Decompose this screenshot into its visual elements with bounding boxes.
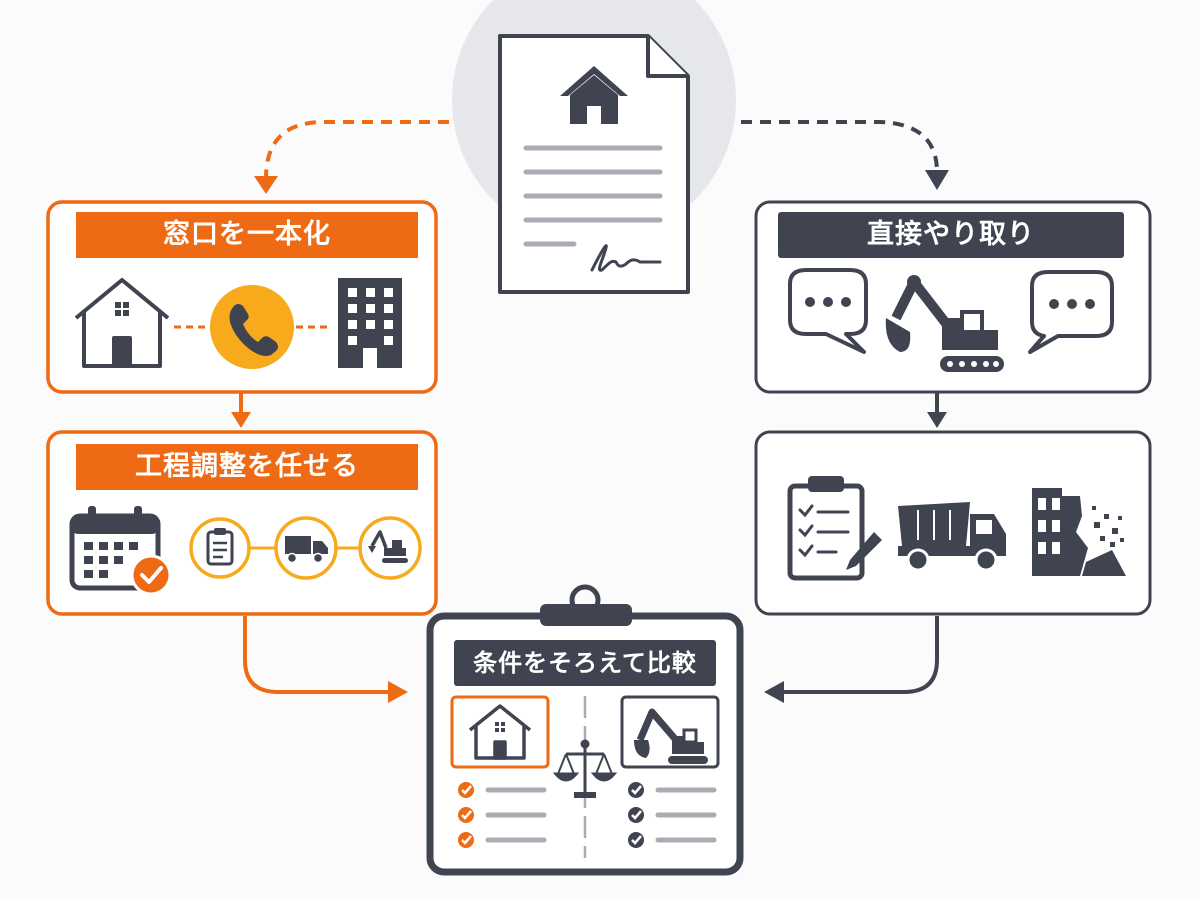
- speech-bubble-icon: [788, 268, 868, 354]
- dump-truck-icon: [898, 502, 1006, 572]
- signature-icon: [590, 244, 662, 272]
- check-list-right: [628, 782, 717, 848]
- arrowhead-right: [925, 170, 949, 190]
- arrowhead-right-bottom: [764, 681, 784, 703]
- clipboard-pen-icon: [787, 476, 882, 581]
- right-box-1-label: 直接やり取り: [778, 212, 1124, 258]
- check-icon: [628, 832, 644, 848]
- left-box-2-label: 工程調整を任せる: [76, 444, 418, 490]
- compare-label: 条件をそろえて比較: [454, 640, 716, 686]
- arrowhead-left-bottom: [388, 681, 408, 703]
- excavator-icon: [358, 516, 422, 580]
- house-icon: [560, 66, 628, 124]
- office-building-icon: [338, 278, 402, 368]
- arrowhead-left-mid: [231, 412, 251, 428]
- speech-bubble-icon: [1028, 270, 1114, 354]
- calendar-check-icon: [69, 506, 172, 596]
- check-icon: [458, 832, 474, 848]
- excavator-icon: [634, 708, 708, 764]
- connector-left-bottom: [243, 616, 390, 694]
- check-icon: [628, 782, 644, 798]
- clip-icon: [540, 584, 632, 626]
- house-icon: [468, 704, 532, 760]
- check-icon: [458, 807, 474, 823]
- demolition-building-icon: [1032, 488, 1126, 576]
- arrowhead-right-mid: [927, 412, 947, 428]
- check-list-left: [458, 782, 547, 848]
- check-icon: [458, 782, 474, 798]
- excavator-icon: [885, 275, 1004, 372]
- clipboard-icon: [189, 517, 251, 579]
- scale-icon: [552, 739, 618, 798]
- arrowhead-left: [254, 176, 278, 194]
- document-text-lines: [523, 145, 663, 247]
- house-icon: [74, 278, 170, 368]
- document-corner-fold: [646, 36, 688, 78]
- check-icon: [628, 807, 644, 823]
- left-box-1-label: 窓口を一本化: [76, 212, 418, 258]
- dashed-connector-right: [722, 120, 939, 173]
- connector-right-bottom: [782, 616, 939, 694]
- truck-icon: [274, 516, 338, 580]
- document-sheet: [498, 34, 690, 294]
